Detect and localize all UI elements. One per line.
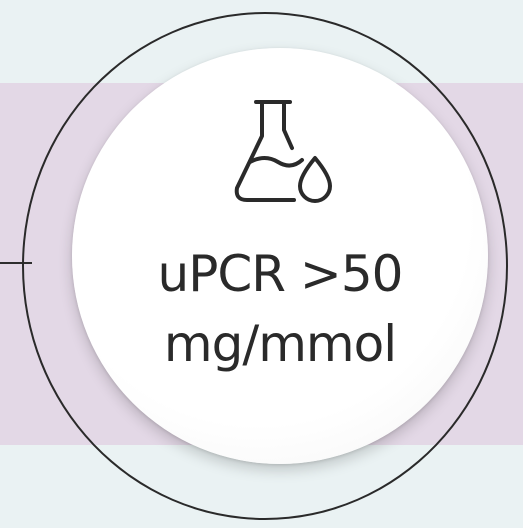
connector-line — [0, 262, 32, 264]
flask-with-drop-icon — [234, 100, 332, 203]
badge-label-line-2: mg/mmol — [163, 315, 397, 373]
badge-disc — [72, 48, 488, 464]
outer-ring — [22, 12, 508, 520]
badge-label-line-1: uPCR >50 — [157, 245, 404, 303]
